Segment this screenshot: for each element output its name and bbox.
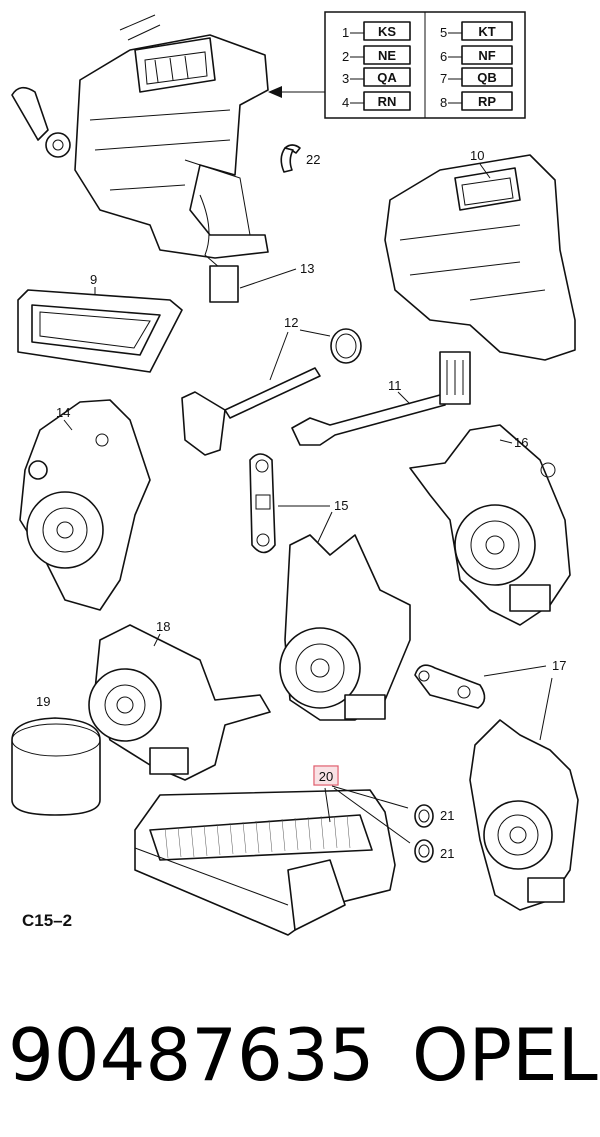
legend-num: 6 bbox=[440, 49, 447, 64]
callout-18: 18 bbox=[156, 619, 170, 634]
part-12-temperature-sensor: 12 bbox=[181, 315, 362, 456]
part-10-housing: 10 bbox=[384, 148, 576, 361]
part-11-lever-harness: 11 bbox=[291, 351, 471, 446]
part-17-linkage: 17 bbox=[414, 658, 566, 741]
part-15-lever: 15 bbox=[249, 453, 348, 554]
callout-16: 16 bbox=[514, 435, 528, 450]
heater-housing-assembly bbox=[11, 14, 269, 303]
legend-code: KS bbox=[378, 24, 396, 39]
part-number: 90487635 bbox=[8, 1013, 375, 1097]
parts-diagram: 1 KS 2 NE 3 QA 4 RN 5 KT 6 NF 7 QB 8 RP bbox=[11, 11, 579, 936]
legend-code: RP bbox=[478, 94, 496, 109]
legend-code: RN bbox=[378, 94, 397, 109]
callout-20: 20 bbox=[319, 769, 333, 784]
callout-15: 15 bbox=[334, 498, 348, 513]
legend-num: 5 bbox=[440, 25, 447, 40]
legend-code: KT bbox=[478, 24, 495, 39]
legend-num: 1 bbox=[342, 25, 349, 40]
brand-name: OPEL bbox=[412, 1013, 598, 1097]
legend-code: NF bbox=[478, 48, 495, 63]
legend-arrowhead bbox=[268, 86, 282, 98]
legend-num: 3 bbox=[342, 71, 349, 86]
callout-13: 13 bbox=[300, 261, 314, 276]
legend-code: QA bbox=[377, 70, 397, 85]
callout-17: 17 bbox=[552, 658, 566, 673]
part-14-actuator: 14 bbox=[19, 399, 151, 611]
callout-21: 21 bbox=[440, 846, 454, 861]
legend-num: 4 bbox=[342, 95, 349, 110]
part-9-gasket: 9 bbox=[17, 272, 183, 373]
callout-11: 11 bbox=[388, 378, 402, 393]
part-22-clip: 22 bbox=[280, 144, 320, 173]
part-17-actuator bbox=[469, 719, 579, 911]
callout-21: 21 bbox=[440, 808, 454, 823]
diagram-code: C15–2 bbox=[22, 911, 72, 930]
legend-num: 7 bbox=[440, 71, 447, 86]
legend-code: NE bbox=[378, 48, 396, 63]
part-20-heater-core bbox=[134, 789, 396, 936]
legend-num: 8 bbox=[440, 95, 447, 110]
callout-10: 10 bbox=[470, 148, 484, 163]
part-16-actuator: 16 bbox=[409, 424, 571, 626]
part-19-cap: 19 bbox=[11, 694, 101, 816]
part-18-actuator: 18 bbox=[88, 619, 271, 781]
callout-9: 9 bbox=[90, 272, 97, 287]
legend-num: 2 bbox=[342, 49, 349, 64]
callout-19: 19 bbox=[36, 694, 50, 709]
callout-12: 12 bbox=[284, 315, 298, 330]
part-15-actuator bbox=[279, 534, 411, 721]
part-21-o-rings: 21 21 bbox=[414, 804, 454, 863]
variant-legend: 1 KS 2 NE 3 QA 4 RN 5 KT 6 NF 7 QB 8 RP bbox=[324, 11, 526, 119]
callout-22: 22 bbox=[306, 152, 320, 167]
callout-20-highlight: 20 bbox=[313, 765, 411, 844]
legend-code: QB bbox=[477, 70, 497, 85]
callout-14: 14 bbox=[56, 405, 70, 420]
